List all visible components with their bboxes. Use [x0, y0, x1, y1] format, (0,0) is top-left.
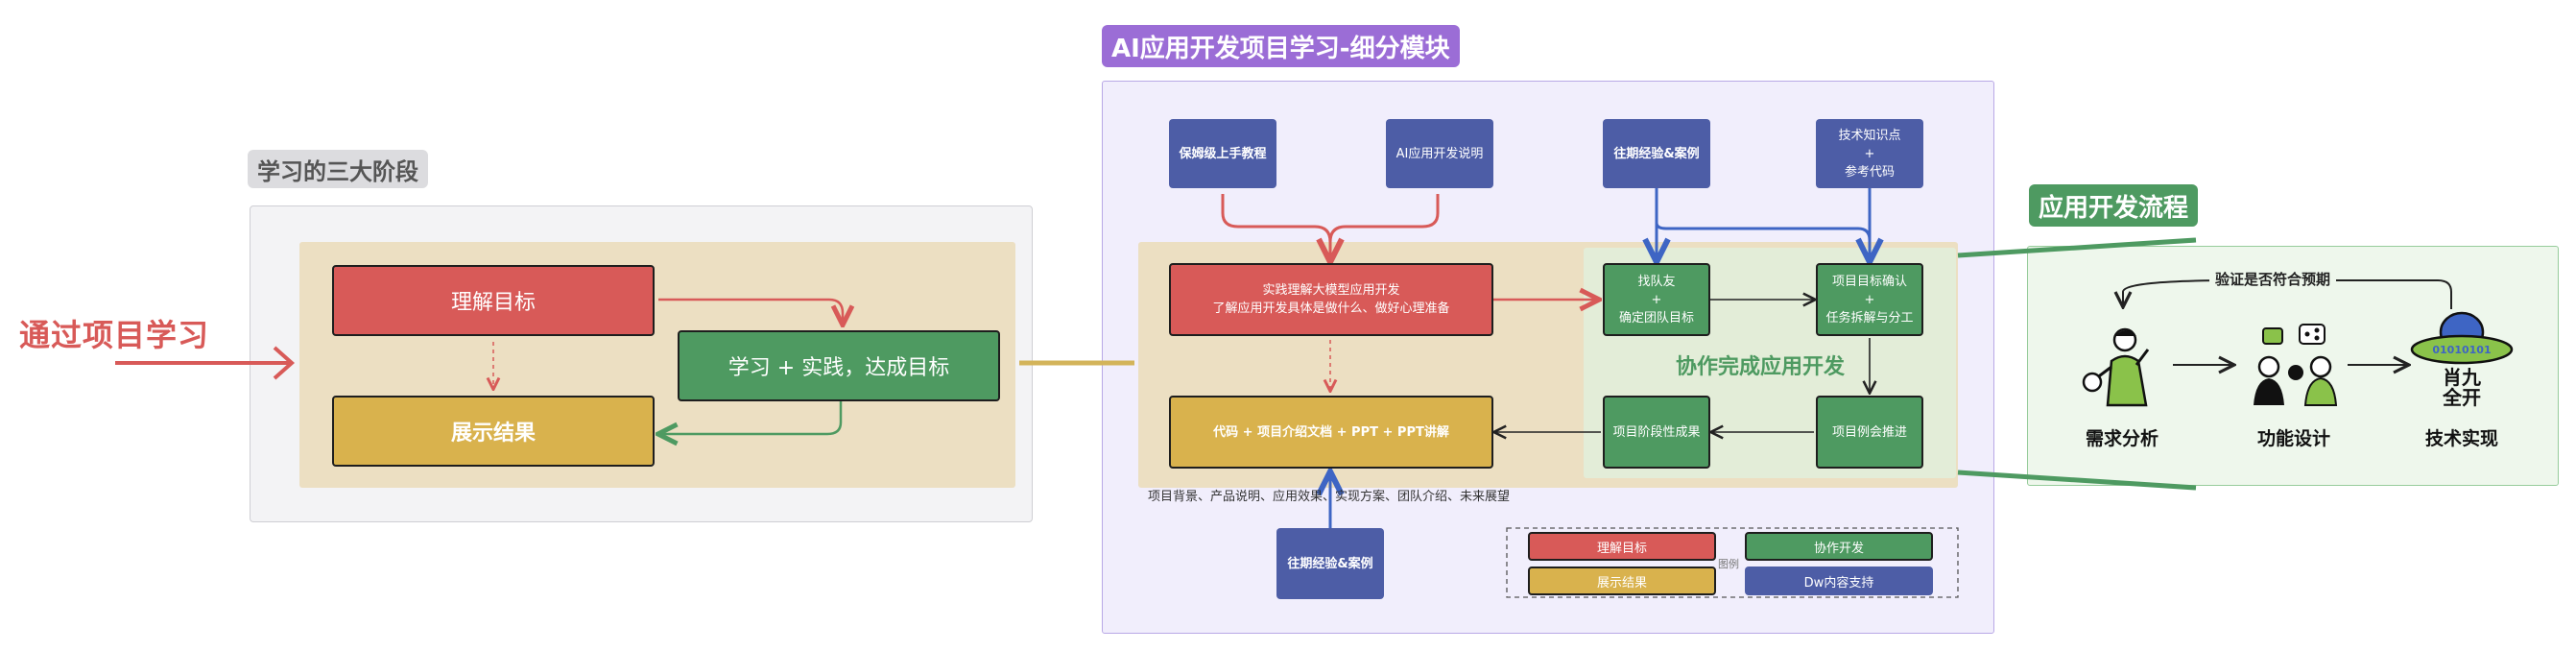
tech-line1: 技术知识点 [1838, 128, 1901, 143]
ufo-text-line3: 全开 [2442, 386, 2481, 407]
ufo-text-line2: 肖九 [2443, 366, 2481, 389]
understand-line2: 了解应用开发具体是做什么、做好心理准备 [1212, 301, 1450, 316]
team-line1: 找队友 [1637, 274, 1676, 289]
ufo-illustration: 01010101 肖九 全开 [2410, 311, 2514, 407]
legend-frame [1506, 527, 1959, 598]
understand-line1: 实践理解大模型应用开发 [1262, 283, 1400, 298]
tech-line2: + [1864, 146, 1875, 161]
loop-label: 验证是否符合预期 [2209, 269, 2337, 289]
output-box: 代码 + 项目介绍文档 + PPT + PPT讲解 [1169, 396, 1493, 469]
legend-dw-support: Dw内容支持 [1745, 567, 1933, 595]
input-past-cases-box: 往期经验&案例 [1603, 119, 1710, 188]
goal-confirm-box: 项目目标确认 + 任务拆解与分工 [1816, 263, 1923, 336]
weekly-meeting-box: 项目例会推进 [1816, 396, 1923, 469]
stage1-to-stage2-arrow [658, 298, 843, 323]
team-line2: + [1651, 292, 1662, 307]
entry-label: 通过项目学习 [19, 317, 210, 353]
bottom-past-cases-box: 往期经验&案例 [1276, 528, 1384, 599]
function-design-illustration [2254, 324, 2338, 406]
modules-section-title: AI应用开发项目学习-细分模块 [1102, 25, 1460, 67]
legend-showcase: 展示结果 [1528, 567, 1716, 595]
process-section-title: 应用开发流程 [2029, 184, 2199, 227]
step-function-design: 功能设计 [2256, 428, 2330, 449]
legend-center-label: 图例 [1718, 558, 1739, 570]
team-line3: 确定团队目标 [1618, 310, 1694, 326]
confirm-line3: 任务拆解与分工 [1825, 310, 1914, 326]
input-tech-box: 技术知识点 + 参考代码 [1816, 119, 1923, 188]
legend-understand: 理解目标 [1528, 532, 1716, 561]
confirm-line1: 项目目标确认 [1831, 274, 1907, 289]
legend-collab: 协作开发 [1745, 532, 1933, 561]
input-tutorial-box: 保姆级上手教程 [1169, 119, 1276, 188]
stages-section-title: 学习的三大阶段 [248, 150, 428, 188]
input-guide-box: AI应用开发说明 [1386, 119, 1493, 188]
step-technical-implementation: 技术实现 [2424, 428, 2498, 449]
ufo-binary-text: 01010101 [2432, 344, 2491, 356]
stage-practice-box: 学习 + 实践，达成目标 [678, 330, 1000, 401]
stage-showcase-box: 展示结果 [332, 396, 655, 467]
step-requirement-analysis: 需求分析 [2085, 428, 2159, 449]
confirm-line2: + [1864, 292, 1875, 307]
collab-title: 协作完成应用开发 [1676, 355, 1846, 379]
team-box: 找队友 + 确定团队目标 [1603, 263, 1710, 336]
output-caption: 项目背景、产品说明、应用效果、实现方案、团队介绍、未来展望 [1148, 490, 1511, 504]
stage2-to-stage3-arrow [660, 401, 843, 434]
understand-module-box: 实践理解大模型应用开发 了解应用开发具体是做什么、做好心理准备 [1169, 263, 1493, 336]
requirement-analysis-illustration [2082, 327, 2150, 407]
stage-understand-box: 理解目标 [332, 265, 655, 336]
tech-line3: 参考代码 [1844, 164, 1895, 180]
stage-result-box: 项目阶段性成果 [1603, 396, 1710, 469]
